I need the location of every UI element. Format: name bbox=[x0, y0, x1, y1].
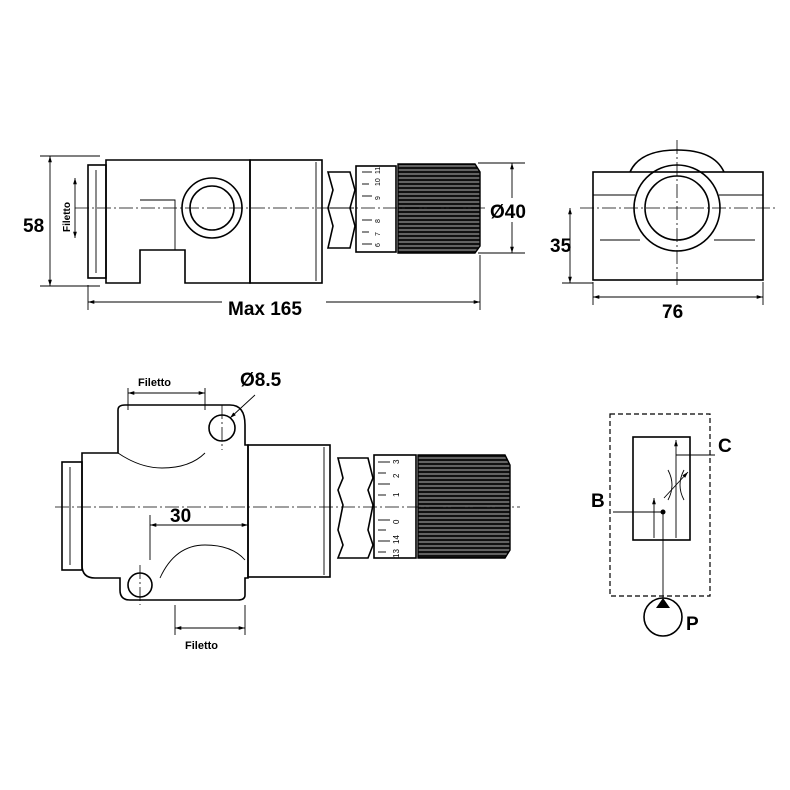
dial-number: 14 bbox=[392, 535, 401, 544]
port-b-label: B bbox=[591, 491, 605, 512]
side-view: 35 76 bbox=[550, 140, 775, 323]
dimension-port-distance: 30 bbox=[170, 506, 191, 527]
knurled-knob bbox=[417, 454, 511, 559]
knurled-knob bbox=[397, 163, 481, 254]
port-c-label: C bbox=[718, 436, 732, 457]
dimension-width-76: 76 bbox=[662, 302, 683, 323]
dial-number: 13 bbox=[392, 549, 401, 558]
dial-number: 2 bbox=[392, 473, 401, 478]
port-p-label: P bbox=[686, 614, 699, 635]
dial-number: 9 bbox=[375, 196, 382, 200]
top-view: 6 7 8 9 10 11 58 Filetto Ø40 Max 165 bbox=[23, 155, 538, 320]
dial-number: 6 bbox=[375, 243, 382, 247]
dial-number: 7 bbox=[375, 232, 382, 236]
dimension-height-35: 35 bbox=[550, 236, 572, 257]
dial-number: 8 bbox=[375, 219, 382, 223]
front-view: 13 14 0 1 2 3 Filetto Ø8.5 30 Filetto bbox=[55, 370, 520, 652]
dimension-height-58: 58 bbox=[23, 216, 44, 237]
dial-number: 0 bbox=[392, 519, 401, 524]
thread-bottom-label: Filetto bbox=[185, 640, 218, 652]
dial-scale-front: 13 14 0 1 2 3 bbox=[378, 459, 401, 558]
hydraulic-symbol: B C P bbox=[591, 413, 732, 637]
dimension-knob-diameter: Ø40 bbox=[490, 202, 526, 223]
thread-top-label: Filetto bbox=[138, 377, 171, 389]
dial-number: 1 bbox=[392, 492, 401, 497]
dial-number: 10 bbox=[375, 178, 382, 186]
dimension-hole-diameter: Ø8.5 bbox=[240, 370, 282, 391]
dial-number: 3 bbox=[392, 459, 401, 464]
thread-label: Filetto bbox=[62, 202, 73, 232]
dimension-max-length: Max 165 bbox=[228, 299, 302, 320]
dial-number: 11 bbox=[375, 167, 382, 174]
dial-scale-top: 6 7 8 9 10 11 bbox=[362, 167, 382, 247]
